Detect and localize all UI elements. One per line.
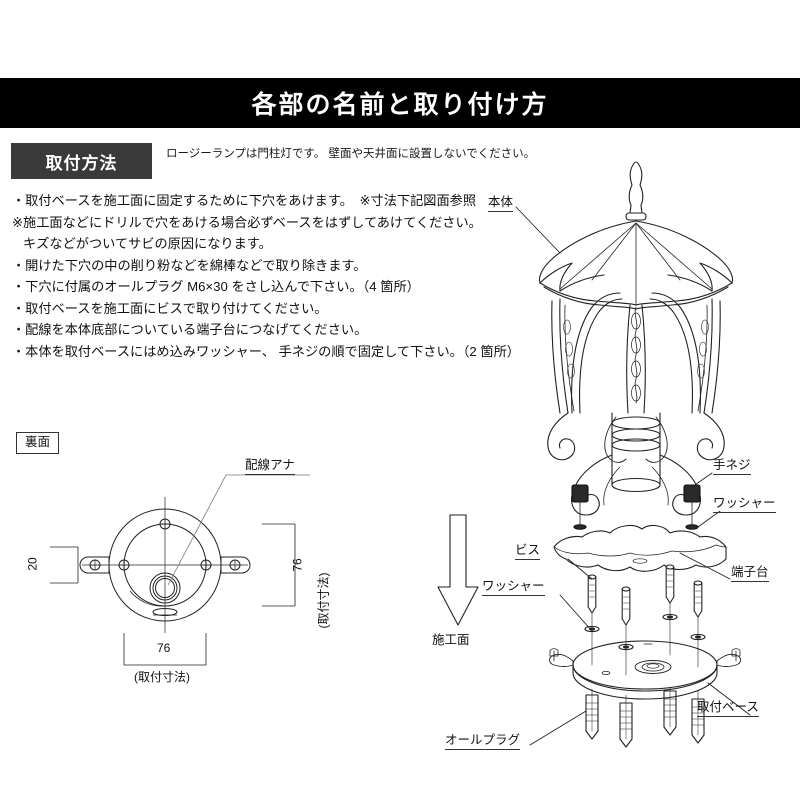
all-plug-2 xyxy=(619,694,633,748)
dimension-bracket-right xyxy=(262,523,296,607)
lamp-glass-housing xyxy=(551,292,721,414)
leader-screw xyxy=(567,558,593,580)
lamp-exploded-diagram: 本体 手ネジ ワッシャー ビス ワッシャー 端子台 取付ベース オールプラグ 施… xyxy=(420,155,800,750)
dimension-right-value: 76 xyxy=(290,558,305,572)
wire-hole-ring-mid xyxy=(152,575,178,601)
lamp-scrollwork xyxy=(547,412,725,463)
direction-arrow xyxy=(437,514,479,626)
base-left-tab xyxy=(79,556,110,574)
backview-box-label: 裏面 xyxy=(16,432,60,454)
base-inner-arc-detail xyxy=(129,590,166,607)
thumb-screw-left xyxy=(571,484,589,528)
wire-hole-leader-line xyxy=(167,474,310,586)
header-banner: 各部の名前と取り付け方 xyxy=(0,78,800,128)
wire-slot xyxy=(152,608,178,616)
callout-mounting-base: 取付ベース xyxy=(697,700,759,717)
page-title: 各部の名前と取り付け方 xyxy=(251,90,549,119)
flat-washer-4 xyxy=(690,633,706,641)
callout-washer-upper: ワッシャー xyxy=(713,496,776,513)
callout-terminal-block: 端子台 xyxy=(731,565,769,582)
screw-4 xyxy=(693,580,703,668)
leader-body xyxy=(515,206,561,254)
screw-2 xyxy=(621,586,631,676)
instruction-item: ※施工面などにドリルで穴をあける場合必ずベースをはずしてあけてください。 xyxy=(12,214,482,230)
backview-drawing: 20 76 (取付寸法) 76 (取付寸法) 配線アナ xyxy=(10,425,340,690)
method-note: ロージーランプは門柱灯です。 壁面や天井面に設置しないでください。 xyxy=(166,148,536,160)
screw-hole-top xyxy=(159,518,171,530)
callout-screw: ビス xyxy=(515,543,541,560)
leader-terminal-block xyxy=(679,552,731,580)
leader-thumb-screw xyxy=(691,472,713,488)
lamp-base-flange xyxy=(553,524,727,572)
screw-hole-inner-left xyxy=(118,559,130,571)
dimension-bottom-value: 76 xyxy=(157,641,171,655)
leader-washer-lower xyxy=(559,594,593,632)
callout-wire-hole: 配線アナ xyxy=(245,458,295,475)
dimension-right-note: (取付寸法) xyxy=(316,572,331,629)
lamp-canopy xyxy=(538,220,734,310)
lamp-finial xyxy=(625,161,647,221)
dimension-bracket-left xyxy=(50,546,79,584)
washer-left xyxy=(573,524,587,530)
screw-hole-tab-left xyxy=(89,559,101,571)
callout-thumb-screw: 手ネジ xyxy=(713,458,751,475)
lamp-lower-scrolls xyxy=(571,454,701,516)
callout-body: 本体 xyxy=(488,195,514,212)
all-plug-4 xyxy=(691,690,705,744)
washer-right xyxy=(685,524,699,530)
all-plug-set xyxy=(585,686,705,748)
leader-washer-upper xyxy=(697,510,721,528)
instruction-list: ・取付ベースを施工面に固定するために下穴をあけます。 ※寸法下記図面参照 ※施工… xyxy=(12,190,520,362)
instruction-item: ・下穴に付属のオールプラグ M6×30 をさし込んで下さい。（4 箇所） xyxy=(12,279,420,294)
leader-mounting-base xyxy=(707,682,751,716)
dimension-left-value: 20 xyxy=(25,557,40,571)
flat-washer-3 xyxy=(662,613,678,621)
screw-1 xyxy=(587,574,597,666)
wire-hole-ring-inner xyxy=(155,578,175,598)
instruction-item: ・本体を取付ベースにはめ込みワッシャー、 手ネジの順で固定して下さい。（2 箇所… xyxy=(12,343,520,359)
base-right-tab xyxy=(220,556,251,574)
leader-all-plug xyxy=(529,710,587,746)
instruction-item: ・取付ベースを施工面にビスで取り付けてください。 xyxy=(12,300,328,316)
all-plug-1 xyxy=(585,688,599,740)
mounting-base-plate xyxy=(549,640,741,700)
flat-washer-2 xyxy=(618,643,634,651)
instruction-item: キズなどがついてサビの原因になります。 xyxy=(23,236,272,251)
callout-work-surface: 施工面 xyxy=(432,633,470,647)
screw-set xyxy=(587,564,703,676)
method-badge: 取付方法 xyxy=(11,143,152,179)
screw-hole-inner-right xyxy=(200,559,212,571)
callout-washer-lower: ワッシャー xyxy=(482,579,545,596)
instruction-item: ・取付ベースを施工面に固定するために下穴をあけます。 ※寸法下記図面参照 xyxy=(12,193,477,208)
thumb-screw-right xyxy=(683,484,701,528)
all-plug-3 xyxy=(663,686,677,736)
dimension-bracket-bottom xyxy=(123,633,207,666)
screw-hole-tab-right xyxy=(229,559,241,571)
screw-3 xyxy=(665,564,675,656)
dimension-bottom-note: (取付寸法) xyxy=(134,670,190,684)
callout-all-plug: オールプラグ xyxy=(445,733,521,750)
instruction-item: ・開けた下穴の中の削り粉などを綿棒などで取り除きます。 xyxy=(12,257,367,273)
wire-hole-ring-outer xyxy=(149,572,181,604)
instruction-item: ・配線を本体底部についている端子台につなげてください。 xyxy=(12,322,368,337)
callout-leader-lines xyxy=(515,206,751,746)
lamp-neck xyxy=(611,412,661,493)
